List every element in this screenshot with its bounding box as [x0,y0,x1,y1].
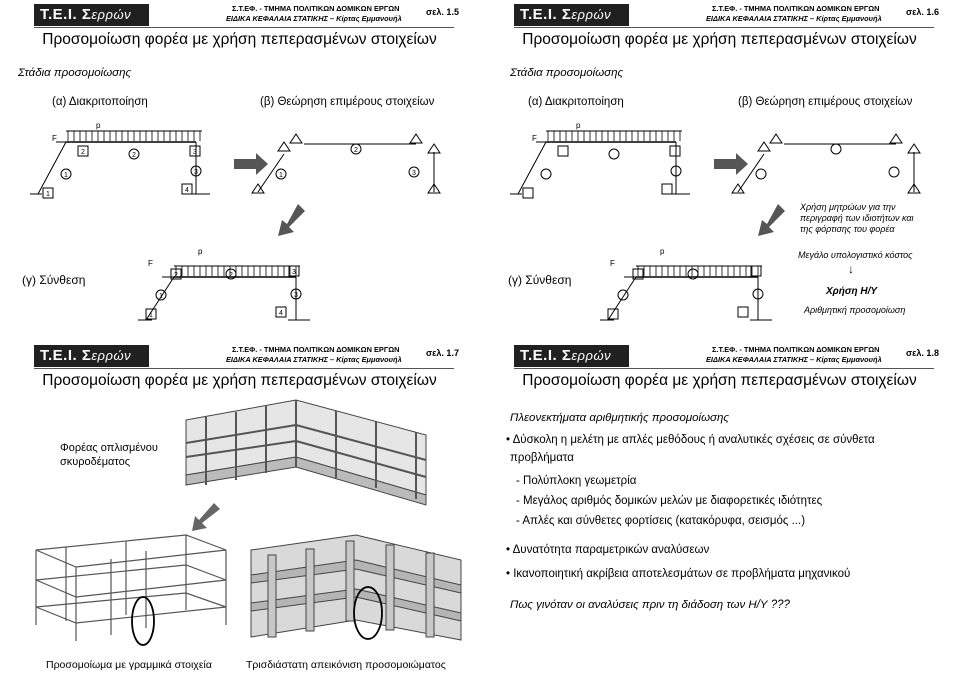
building-illustrations [6,345,473,675]
node-label: 4 [185,187,189,194]
sub-item: - Απλές και σύνθετες φορτίσεις (κατακόρυ… [516,515,805,527]
question-text: Πως γινόταν οι αναλύσεις πριν τη διάδοση… [510,599,790,611]
node-label: 1 [46,191,50,198]
slide-1-7: T.E.I. Σερρών Σ.Τ.ΕΦ. - ΤΜΗΜΑ ΠΟΛΙΤΙΚΩΝ … [6,345,473,675]
node-label: 1 [149,312,153,319]
load-label: p [96,121,101,130]
arrow-right-icon [714,153,748,175]
highlight-circle [132,597,154,645]
caption-linear-model: Προσομοίωμα με γραμμικά στοιχεία [46,659,212,671]
node-label: 3 [193,149,197,156]
node-label: 3 [292,269,296,276]
element-label: 1 [279,172,283,179]
header-divider [514,368,934,369]
element-label: 3 [412,170,416,177]
arrow-right-icon [234,153,268,175]
element-label: 3 [294,292,298,299]
advantages-heading: Πλεονεκτήματα αριθμητικής προσομοίωσης [510,412,729,424]
bullet-item: • Δύσκολη η μελέτη με απλές μεθόδους ή α… [506,434,875,446]
arrow-diagonal-icon [192,503,220,531]
slide-1-5: T.E.I. Σερρών Σ.Τ.ΕΦ. - ΤΜΗΜΑ ΠΟΛΙΤΙΚΩΝ … [6,4,473,334]
load-label: p [198,247,203,256]
page-number: σελ. 1.8 [906,348,939,358]
course-line: ΕΙΔΙΚΑ ΚΕΦΑΛΑΙΑ ΣΤΑΤΙΚΗΣ – Κίρτας Εμμανο… [706,355,882,364]
tei-logo: T.E.I. Σερρών [514,345,629,367]
sub-item: - Μεγάλος αριθμός δομικών μελών με διαφο… [516,495,822,507]
slide-1-6: T.E.I. Σερρών Σ.Τ.ΕΦ. - ΤΜΗΜΑ ΠΟΛΙΤΙΚΩΝ … [486,4,953,334]
rc-building-image [186,400,426,505]
slide-header: T.E.I. Σερρών Σ.Τ.ΕΦ. - ΤΜΗΜΑ ΠΟΛΙΤΙΚΩΝ … [486,345,953,367]
slide-1-8: T.E.I. Σερρών Σ.Τ.ΕΦ. - ΤΜΗΜΑ ΠΟΛΙΤΙΚΩΝ … [486,345,953,675]
force-label: F [52,134,57,143]
bullet-icon: • [506,544,510,556]
bullet-item: • Ικανοποιητική ακρίβεια αποτελεσμάτων σ… [506,568,850,580]
element-label: 2 [229,272,233,279]
node-label: 2 [174,272,178,279]
department-line: Σ.Τ.ΕΦ. - ΤΜΗΜΑ ΠΟΛΙΤΙΚΩΝ ΔΟΜΙΚΩΝ ΕΡΓΩΝ [712,345,880,354]
arrow-diagonal-icon [758,204,785,236]
caption-3d-model: Τρισδιάστατη απεικόνιση προσομοιώματος [246,659,446,671]
sub-item: - Πολύπλοκη γεωμετρία [516,475,636,487]
frame-diagram-a: p F 2 3 1 4 2 1 3 2 1 [6,4,473,334]
node-label: 2 [81,149,85,156]
force-label: F [610,259,615,268]
load-label: p [576,121,581,130]
element-label: 3 [194,169,198,176]
bullet-icon: • [506,568,510,580]
element-label: 2 [354,147,358,154]
force-label: F [532,134,537,143]
slide-title: Προσομοίωση φορέα με χρήση πεπερασμένων … [486,372,953,390]
element-label: 1 [159,293,163,300]
node-label: 4 [279,310,283,317]
frame-diagram-b: p F p F [486,4,953,334]
element-label: 1 [64,172,68,179]
force-label: F [148,259,153,268]
bullet-item-cont: προβλήματα [510,452,574,464]
arrow-diagonal-icon [278,204,305,236]
bullet-icon: • [506,434,510,446]
element-label: 2 [132,152,136,159]
bullet-item: • Δυνατότητα παραμετρικών αναλύσεων [506,544,709,556]
load-label: p [660,247,665,256]
wireframe-model-image [36,535,226,641]
